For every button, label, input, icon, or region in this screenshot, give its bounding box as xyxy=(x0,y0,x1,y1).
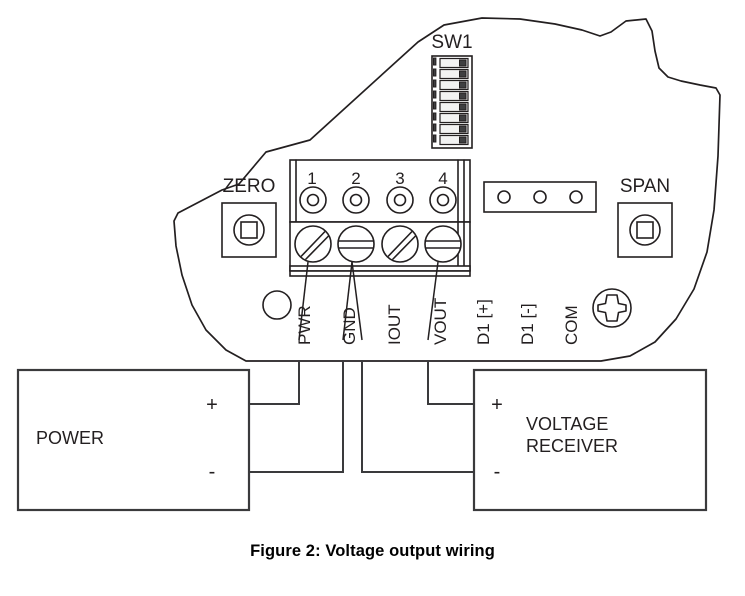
span-label: SPAN xyxy=(620,176,670,197)
header-hole-2[interactable] xyxy=(533,190,547,204)
terminal-screw-2[interactable] xyxy=(337,225,375,263)
wire-gnd-to-power-minus xyxy=(249,360,344,473)
phillips-cross-icon xyxy=(597,294,627,322)
sw1-switch-2[interactable] xyxy=(439,68,469,80)
power-box xyxy=(16,368,251,512)
terminal-label-gnd: GND xyxy=(340,307,359,345)
sw1-switch-6[interactable] xyxy=(439,112,469,124)
terminal-screw-1[interactable] xyxy=(294,225,332,263)
figure-caption: Figure 2: Voltage output wiring xyxy=(250,542,495,560)
terminal-base-strip-2 xyxy=(289,270,471,277)
sw1-label: SW1 xyxy=(431,32,472,53)
power-box-title: POWER xyxy=(36,428,104,448)
power-plus-terminal-label: + xyxy=(206,394,218,416)
wire-vout-to-receiver-plus xyxy=(427,360,474,405)
header-hole-3[interactable] xyxy=(569,190,583,204)
sw1-switch-7[interactable] xyxy=(439,123,469,135)
zero-potentiometer[interactable] xyxy=(221,202,277,258)
span-potentiometer[interactable] xyxy=(617,202,673,258)
terminal-number-1: 1 xyxy=(307,169,316,188)
zero-pot-slot xyxy=(240,221,258,239)
receiver-plus-terminal-label: + xyxy=(491,394,503,416)
wire-gnd-to-receiver-minus xyxy=(361,360,474,473)
receiver-minus-terminal-label: - xyxy=(494,461,501,483)
terminal-hole-2[interactable] xyxy=(342,186,370,214)
lead-line-gnd-b xyxy=(351,261,363,341)
terminal-hole-3[interactable] xyxy=(386,186,414,214)
terminal-hole-4[interactable] xyxy=(429,186,457,214)
terminal-screw-4[interactable] xyxy=(424,225,462,263)
terminal-screw-3[interactable] xyxy=(381,225,419,263)
terminal-label-d1-plus: D1 [+] xyxy=(474,299,493,345)
phillips-screw-head xyxy=(592,288,632,328)
sw1-switch-8[interactable] xyxy=(439,134,469,146)
lead-line-pwr xyxy=(298,261,309,341)
sw1-switch-1[interactable] xyxy=(439,57,469,69)
terminal-label-d1-minus: D1 [-] xyxy=(518,303,537,345)
header-hole-1[interactable] xyxy=(497,190,511,204)
terminal-number-3: 3 xyxy=(395,169,404,188)
receiver-box-title-line2: RECEIVER xyxy=(526,436,618,456)
phillips-screw[interactable] xyxy=(592,288,632,328)
wire-pwr-to-power-plus xyxy=(249,360,300,405)
zero-label: ZERO xyxy=(223,176,276,197)
power-minus-terminal-label: - xyxy=(209,461,216,483)
mounting-hole xyxy=(262,290,292,320)
span-pot-slot xyxy=(636,221,654,239)
sw1-switch-bank[interactable] xyxy=(431,55,473,149)
terminal-label-com: COM xyxy=(562,305,581,345)
lead-line-vout xyxy=(427,261,439,341)
receiver-box xyxy=(472,368,708,512)
terminal-label-vout: VOUT xyxy=(431,298,450,345)
terminal-label-pwr: PWR xyxy=(295,305,314,345)
sw1-switch-5[interactable] xyxy=(439,101,469,113)
terminal-number-4: 4 xyxy=(438,169,447,188)
sw1-switch-4[interactable] xyxy=(439,90,469,102)
header-strip[interactable] xyxy=(483,181,597,213)
terminal-label-iout: IOUT xyxy=(385,304,404,345)
sw1-left-rail xyxy=(433,57,437,143)
terminal-block[interactable]: 1 2 3 4 xyxy=(289,159,471,277)
sw1-switch-3[interactable] xyxy=(439,79,469,91)
receiver-box-title-line1: VOLTAGE xyxy=(526,414,608,434)
lead-line-gnd-a xyxy=(342,261,353,341)
terminal-number-2: 2 xyxy=(351,169,360,188)
terminal-hole-1[interactable] xyxy=(299,186,327,214)
